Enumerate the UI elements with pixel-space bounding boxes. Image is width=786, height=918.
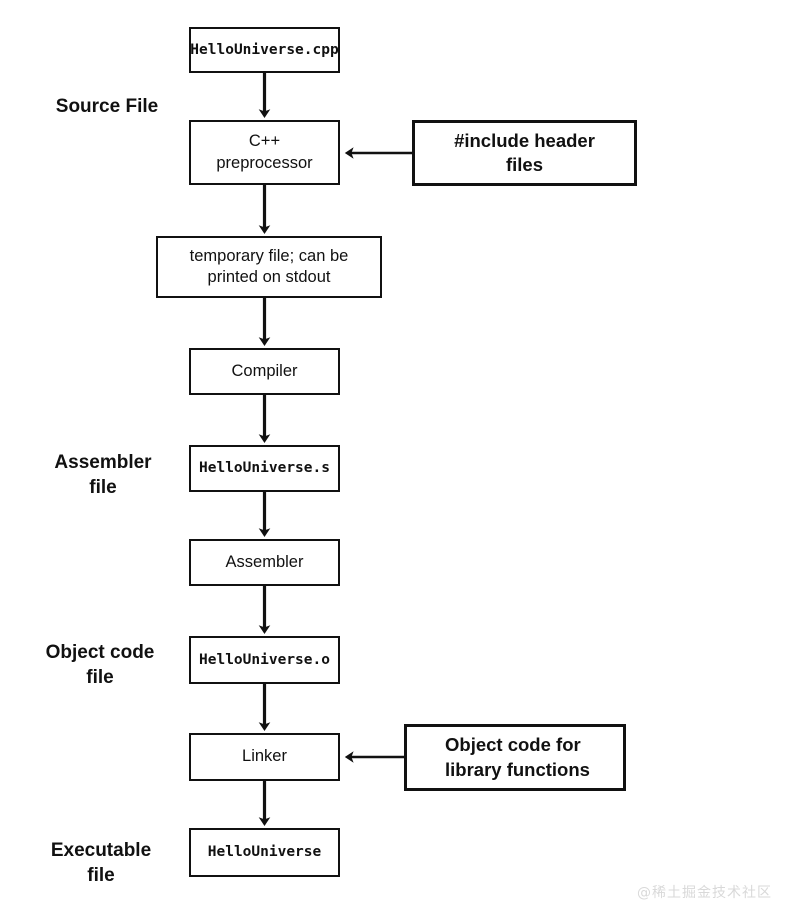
node-temporary-file: temporary file; can be printed on stdout bbox=[156, 236, 382, 298]
stage-label-executable-file: Executable file bbox=[50, 840, 152, 887]
watermark: @稀土掘金技术社区 bbox=[637, 885, 772, 901]
node-hellouniverse-executable: HelloUniverse bbox=[189, 828, 340, 877]
node-label: Compiler bbox=[231, 361, 298, 380]
node-hellouniverse-s: HelloUniverse.s bbox=[189, 445, 340, 492]
node-label: C++ preprocessor bbox=[216, 132, 313, 172]
stage-label-assembler-file: Assembler file bbox=[54, 452, 152, 499]
node-label: temporary file; can be printed on stdout bbox=[189, 246, 349, 286]
node-hellouniverse-o: HelloUniverse.o bbox=[189, 636, 340, 684]
stage-label-source-file: Source File bbox=[55, 96, 159, 117]
node-label: HelloUniverse.cpp bbox=[190, 41, 339, 58]
node-hellouniverse-cpp: HelloUniverse.cpp bbox=[189, 27, 340, 73]
node-object-code-library: Object code for library functions bbox=[404, 724, 626, 791]
node-label: HelloUniverse bbox=[207, 844, 322, 861]
node-label: Assembler bbox=[225, 552, 304, 571]
node-include-header-files: #include header files bbox=[412, 120, 637, 186]
stage-label-object-code-file: Object code file bbox=[45, 642, 155, 689]
node-label: HelloUniverse.o bbox=[199, 651, 330, 668]
node-cpp-preprocessor: C++ preprocessor bbox=[189, 120, 340, 185]
node-label: HelloUniverse.s bbox=[199, 460, 330, 477]
node-assembler: Assembler bbox=[189, 539, 340, 586]
node-compiler: Compiler bbox=[189, 348, 340, 395]
node-label: Object code for library functions bbox=[445, 734, 590, 780]
node-linker: Linker bbox=[189, 733, 340, 781]
node-label: #include header files bbox=[454, 129, 595, 175]
node-label: Linker bbox=[242, 747, 287, 766]
